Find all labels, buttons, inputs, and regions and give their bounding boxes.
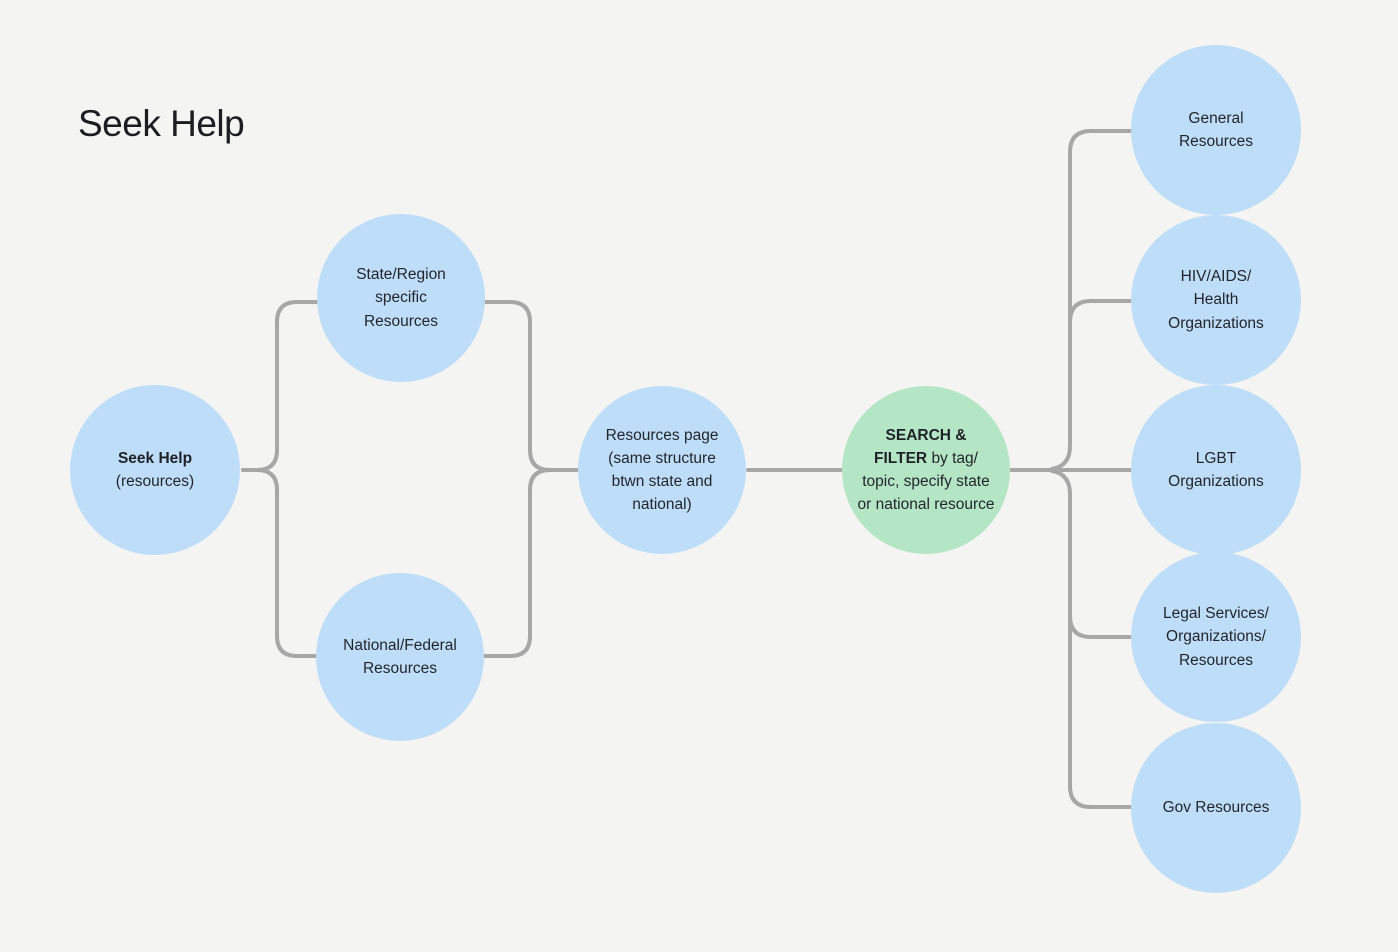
node-lgbt-label: LGBT Organizations <box>1168 449 1264 490</box>
connector-national-to-respage <box>483 468 581 658</box>
node-national-federal-label: National/Federal Resources <box>343 636 457 677</box>
node-seek-help-label: Seek Help(resources) <box>115 449 195 490</box>
node-legal-services-organizations-resources[interactable]: Legal Services/ Organizations/ Resources <box>1131 552 1301 722</box>
node-resources-page-label: Resources page (same structure btwn stat… <box>605 426 719 514</box>
node-state-region-resources[interactable]: State/Region specific Resources <box>317 214 485 382</box>
node-gov-resources-label: Gov Resources <box>1162 799 1270 817</box>
node-general-resources-label: General Resources <box>1178 109 1254 150</box>
connector-seek-to-state <box>241 300 320 472</box>
node-legal-services-label: Legal Services/ Organizations/ Resources <box>1163 605 1269 669</box>
node-gov-resources[interactable]: Gov Resources <box>1131 723 1301 893</box>
page-title: Seek Help <box>78 103 245 144</box>
node-national-federal-resources[interactable]: National/Federal Resources <box>316 573 484 741</box>
connector-branch-hiv <box>1068 299 1134 324</box>
connector-state-to-respage <box>484 300 581 472</box>
node-lgbt-organizations[interactable]: LGBT Organizations <box>1131 385 1301 555</box>
connector-branch-legal <box>1068 614 1134 639</box>
connector-spine-down-to-gov <box>1050 469 1134 809</box>
node-state-region-label: State/Region specific Resources <box>356 266 446 330</box>
connector-spine-up-to-general <box>1050 129 1134 471</box>
node-general-resources[interactable]: General Resources <box>1131 45 1301 215</box>
node-search-filter-label: SEARCH & FILTER by tag/ topic, specify s… <box>857 426 995 514</box>
node-resources-page[interactable]: Resources page (same structure btwn stat… <box>578 386 746 554</box>
node-hiv-aids-label: HIV/AIDS/ Health Organizations <box>1168 268 1264 332</box>
node-hiv-aids-health-organizations[interactable]: HIV/AIDS/ Health Organizations <box>1131 215 1301 385</box>
node-seek-help[interactable]: Seek Help(resources) <box>70 385 240 555</box>
connector-seek-to-national <box>241 468 319 658</box>
node-search-filter[interactable]: SEARCH & FILTER by tag/ topic, specify s… <box>842 386 1010 554</box>
